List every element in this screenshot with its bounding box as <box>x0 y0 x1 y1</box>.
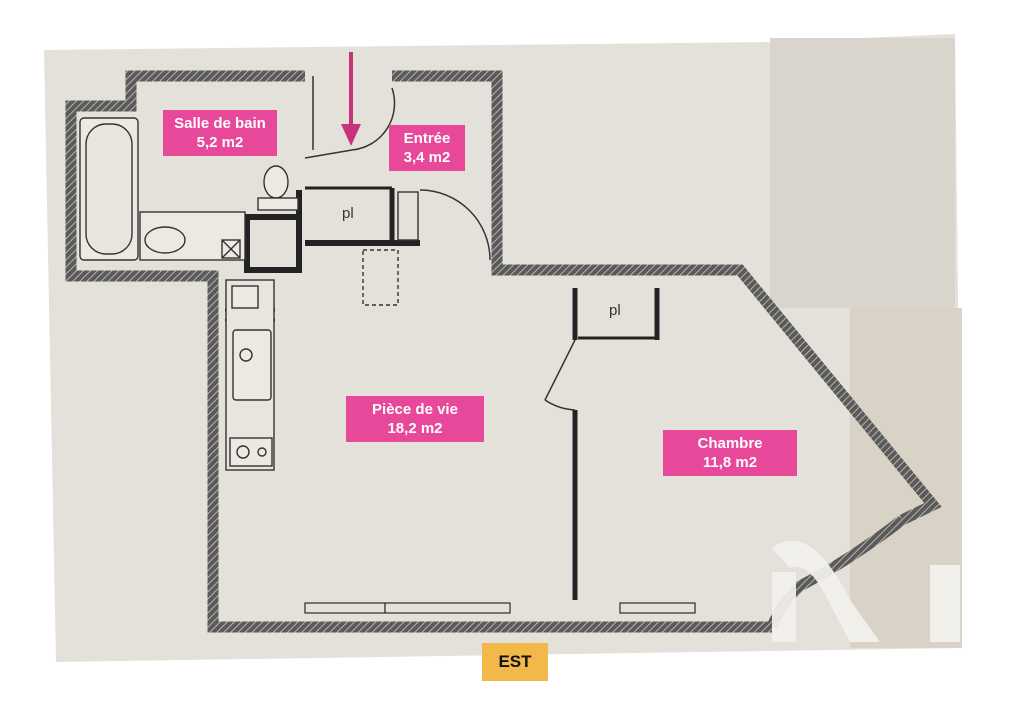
watermark-logo-icon <box>772 540 960 642</box>
room-label-entree: Entrée 3,4 m2 <box>389 125 465 171</box>
room-label-chambre: Chambre 11,8 m2 <box>663 430 797 476</box>
wall-entry <box>392 70 942 525</box>
entrance-arrow-icon <box>341 52 361 146</box>
room-name: Entrée <box>403 130 451 147</box>
windows <box>304 602 696 614</box>
room-name: Salle de bain <box>174 115 266 132</box>
shaft <box>244 214 302 273</box>
room-label-piece-de-vie: Pièce de vie 18,2 m2 <box>346 396 484 442</box>
kitchen-sink <box>232 329 272 401</box>
room-name: Pièce de vie <box>372 401 458 418</box>
orientation-badge: EST <box>482 643 548 681</box>
fixtures <box>79 117 419 471</box>
wall-bathroom <box>65 70 772 633</box>
closet-label-chambre: pl <box>609 302 621 319</box>
room-area: 3,4 m2 <box>403 149 451 166</box>
room-area: 5,2 m2 <box>196 134 244 151</box>
dashed-table <box>362 249 399 306</box>
room-name: Chambre <box>697 435 763 452</box>
room-area: 18,2 m2 <box>387 420 443 437</box>
paper-shade <box>770 38 955 308</box>
doors <box>304 76 576 411</box>
closet-label-entree: pl <box>342 205 354 222</box>
toilet <box>263 165 289 199</box>
room-area: 11,8 m2 <box>702 454 758 471</box>
room-label-salle-de-bain: Salle de bain 5,2 m2 <box>163 110 277 156</box>
